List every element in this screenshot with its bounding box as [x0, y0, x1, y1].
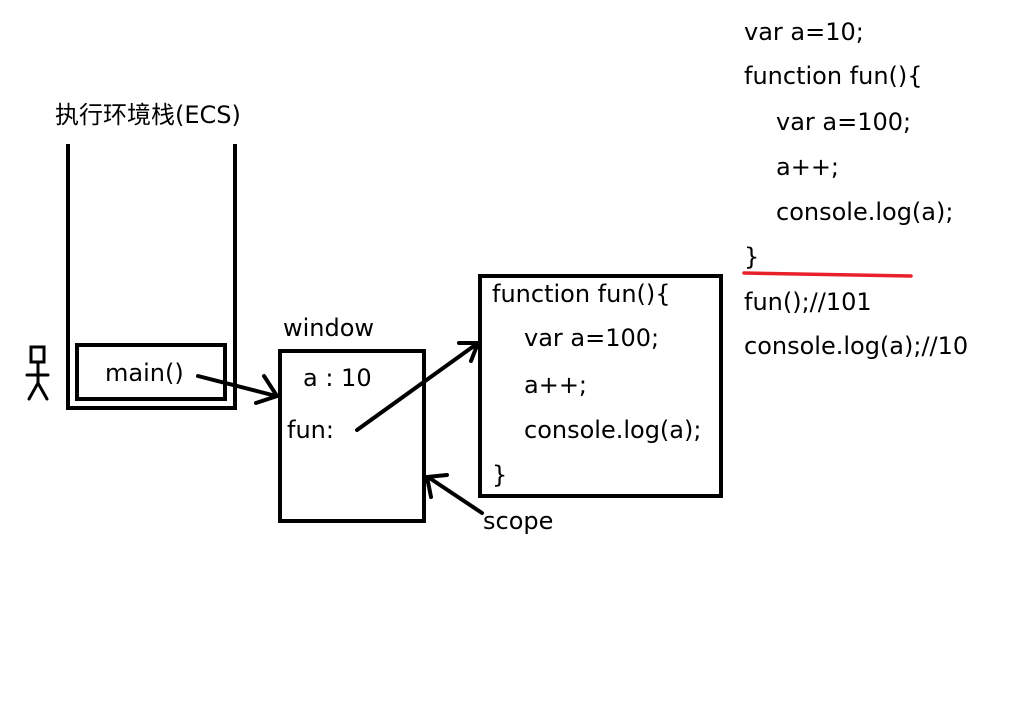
window-title: window [283, 314, 375, 342]
code-line: var a=10; [744, 18, 864, 46]
function-line: function fun(){ [492, 280, 671, 308]
code-line: } [744, 243, 760, 271]
window-var-a: a : 10 [303, 364, 372, 392]
fun-to-function-arrow [355, 341, 481, 432]
window-object-box [278, 349, 426, 523]
code-line: a++; [776, 153, 840, 181]
scope-label: scope [483, 507, 554, 535]
stack-title: 执行环境栈(ECS) [55, 101, 241, 129]
stick-figure-icon [25, 345, 50, 401]
code-line: fun();//101 [744, 288, 872, 316]
main-frame-label: main() [105, 359, 184, 387]
function-line: console.log(a); [524, 416, 702, 444]
function-line: var a=100; [524, 324, 660, 352]
code-line: console.log(a); [776, 198, 954, 226]
function-line: a++; [524, 371, 588, 399]
window-var-fun: fun: [287, 416, 334, 444]
main-frame-box [75, 343, 227, 401]
execution-stack-outline [66, 144, 237, 410]
function-object-box [478, 274, 723, 498]
scope-arrow [424, 473, 484, 515]
code-line: function fun(){ [744, 62, 923, 90]
code-separator-line [742, 271, 913, 278]
code-line: var a=100; [776, 108, 912, 136]
code-line: console.log(a);//10 [744, 332, 969, 360]
main-to-window-arrow [196, 374, 281, 405]
function-line: } [492, 461, 508, 489]
